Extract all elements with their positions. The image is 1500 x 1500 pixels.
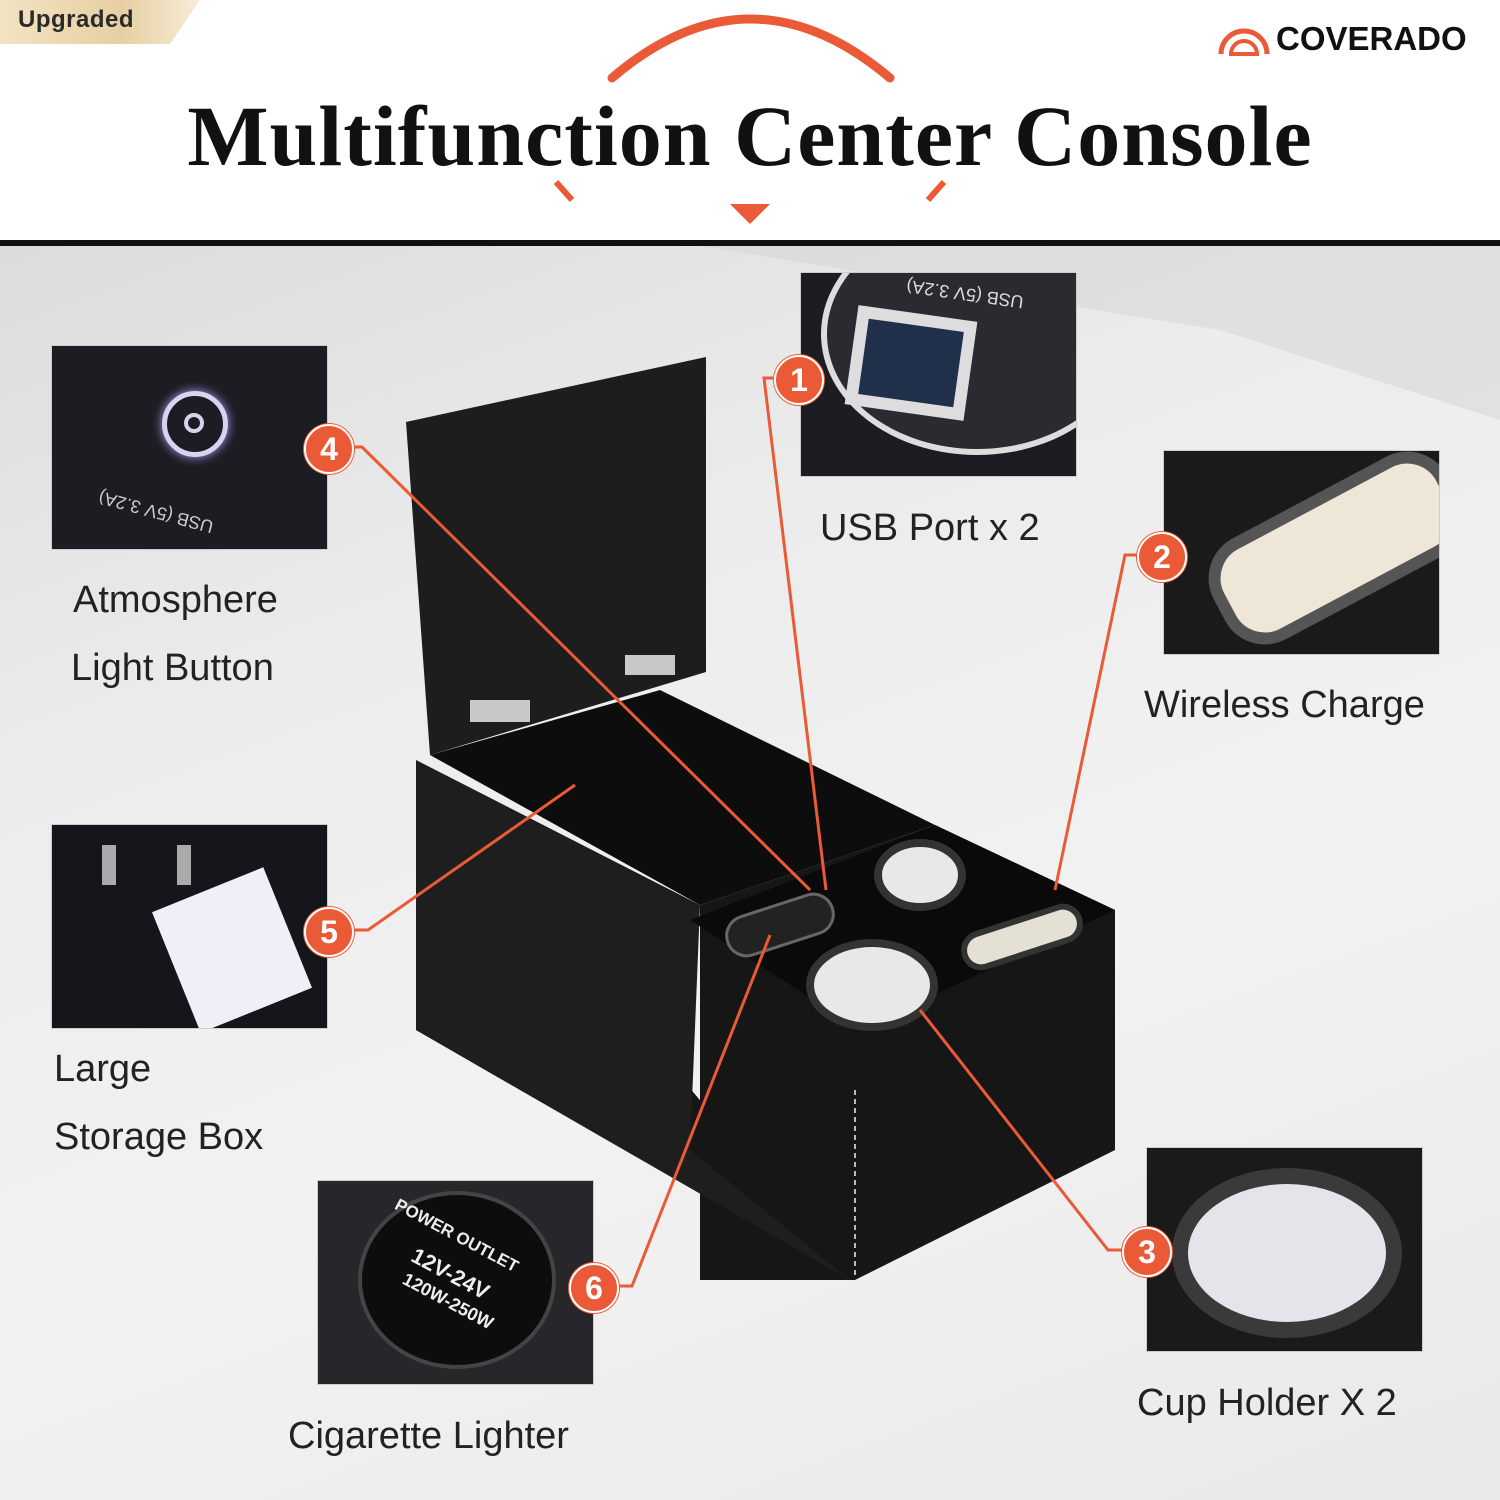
usb-rating-text: USB (5V 3.2A) (96, 487, 216, 537)
storage-box-inset (51, 824, 328, 1029)
cigarette-lighter-inset: POWER OUTLET 12V-24V 120W-250W (317, 1180, 594, 1385)
cup-holder-1 (874, 839, 966, 911)
storage-compartment (430, 690, 935, 905)
leader-lines (351, 376, 1137, 1288)
cup-holder-inset (1146, 1147, 1423, 1352)
brand-logo: COVERADO (1218, 20, 1467, 58)
badge-text: Upgraded (18, 6, 135, 33)
wireless-charge-inset (1163, 450, 1440, 655)
marker-1: 1 (774, 355, 824, 405)
usb-port-inset: USB (5V 3.2A) (800, 272, 1077, 477)
marker-4: 4 (304, 424, 354, 474)
divider (0, 240, 1500, 246)
cigarette-lighter-label: Cigarette Lighter (288, 1415, 569, 1457)
atmosphere-light-inset: USB (5V 3.2A) (51, 345, 328, 550)
lighter-cap-icon (358, 1191, 556, 1369)
marker-5: 5 (304, 907, 354, 957)
title-ornament (553, 14, 947, 224)
header: Upgraded COVERADO Multifunction Center C… (0, 0, 1500, 241)
cup-holder-label: Cup Holder X 2 (1137, 1382, 1397, 1424)
storage-box-label-1: Large (54, 1048, 152, 1090)
page-title: Multifunction Center Console (187, 88, 1313, 184)
marker-6: 6 (569, 1263, 619, 1313)
wireless-charge-label: Wireless Charge (1144, 684, 1425, 726)
wireless-pad-icon (1192, 451, 1439, 654)
atmosphere-light-label-2: Light Button (71, 647, 274, 689)
marker-2: 2 (1137, 532, 1187, 582)
marker-3: 3 (1122, 1227, 1172, 1277)
brand-arch-icon (1218, 28, 1270, 56)
upgraded-badge: Upgraded (0, 0, 200, 44)
brand-name: COVERADO (1276, 20, 1467, 57)
cup-ring-icon (1172, 1168, 1402, 1338)
usb-port-label: USB Port x 2 (820, 507, 1040, 549)
hinge (470, 700, 530, 722)
light-button-icon (162, 391, 228, 457)
storage-box-label-2: Storage Box (54, 1116, 264, 1158)
wireless-pad (961, 903, 1083, 971)
control-panel (725, 892, 835, 958)
atmosphere-light-label-1: Atmosphere (73, 579, 278, 621)
usb-port-icon (858, 318, 964, 408)
cup-holder-2 (806, 939, 938, 1031)
hinge (625, 655, 675, 675)
